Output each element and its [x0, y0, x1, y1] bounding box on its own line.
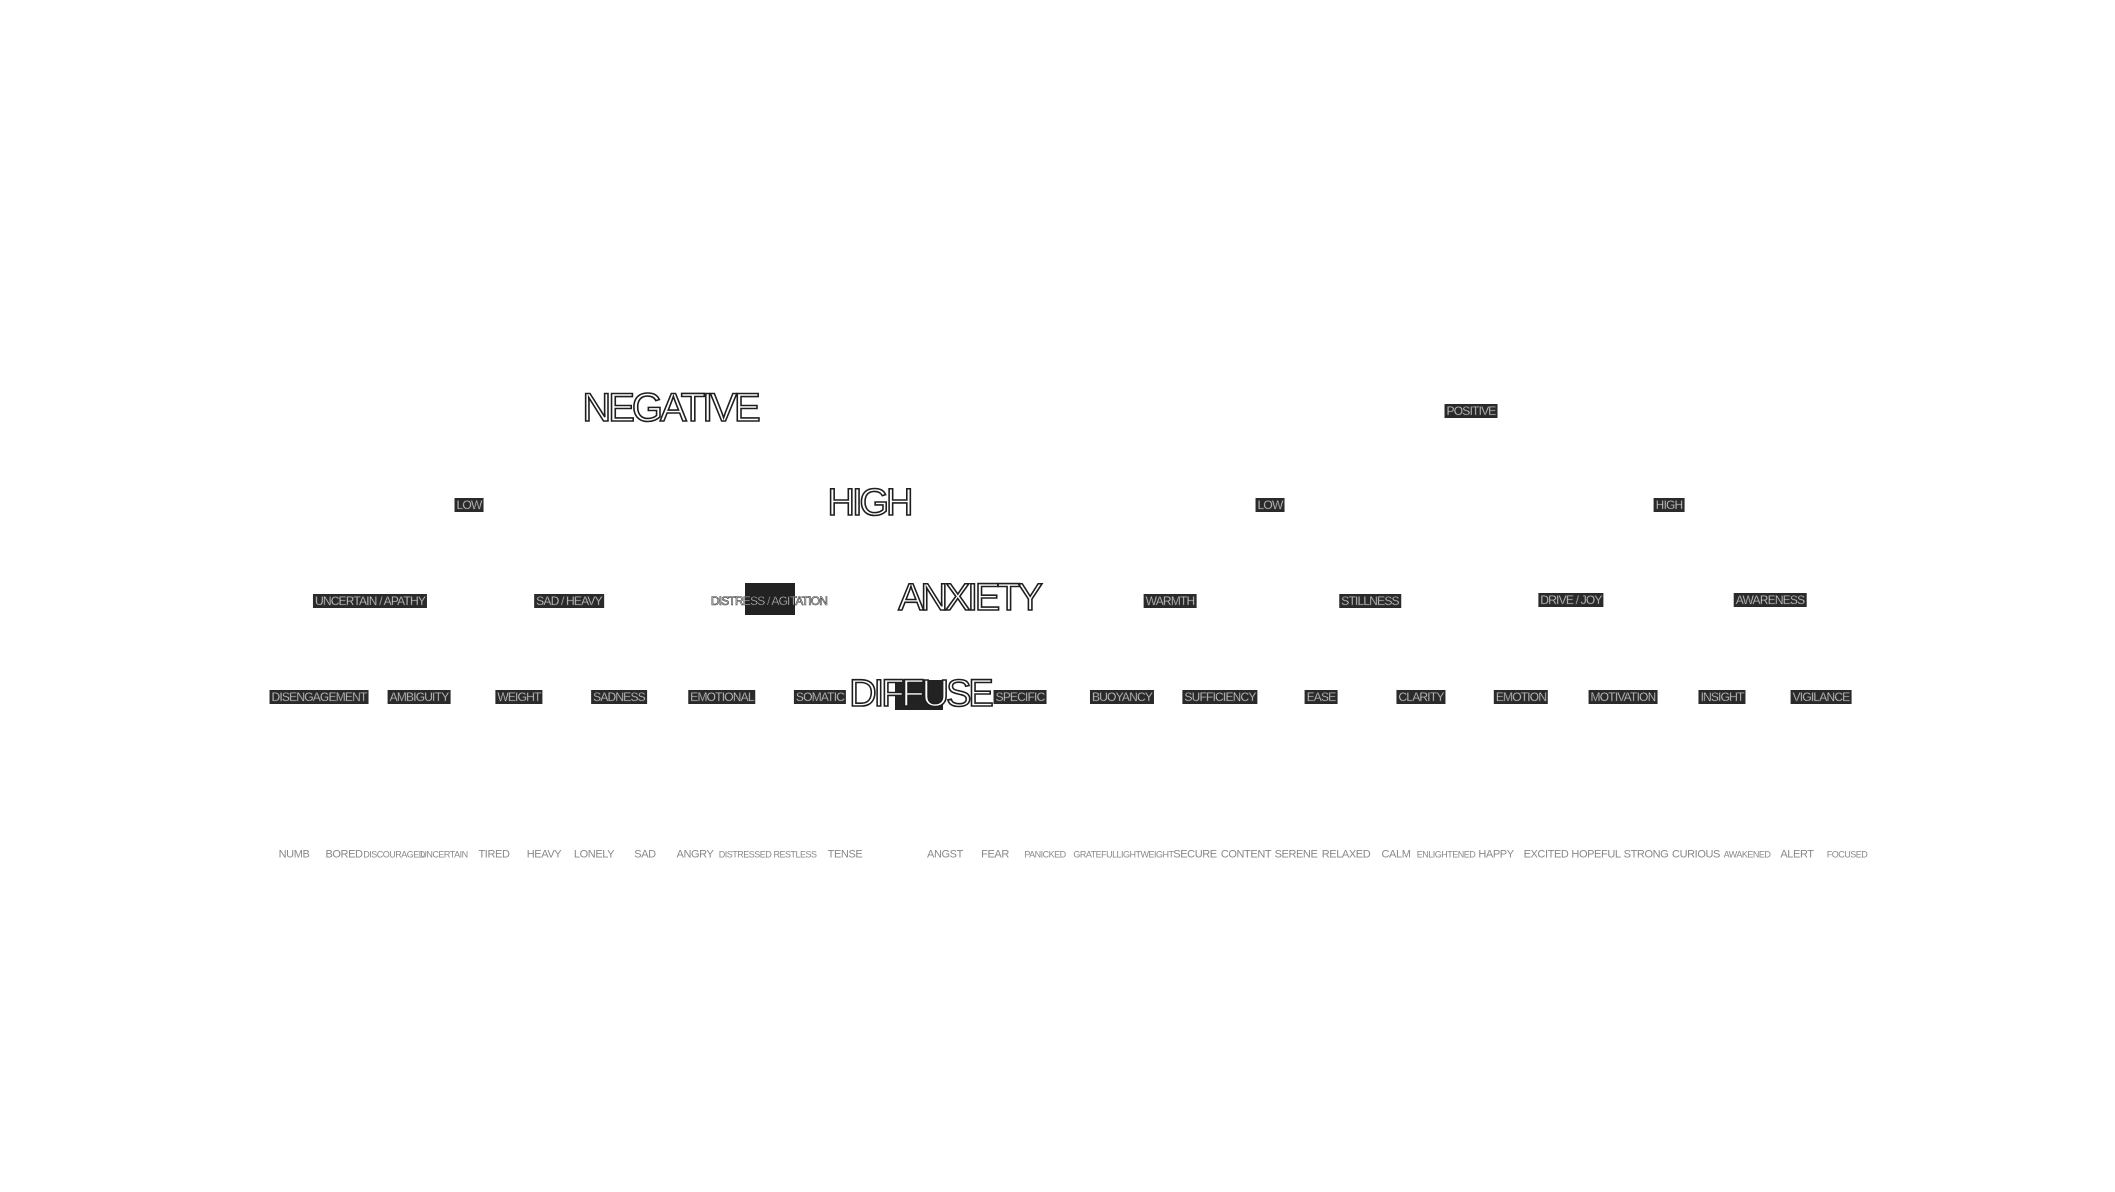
leaf-uncertain: UNCERTAIN	[420, 849, 468, 860]
node-anxiety: ANXIETY	[897, 577, 1043, 619]
leaf-grateful: GRATEFUL	[1073, 849, 1117, 860]
leaf-fear: FEAR	[981, 848, 1009, 861]
node-sadness: SADNESS	[591, 690, 647, 704]
leaf-angst: ANGST	[927, 848, 963, 861]
node-drive-joy: DRIVE / JOY	[1538, 593, 1604, 607]
node-clarity: CLARITY	[1396, 690, 1446, 704]
diffuse-highlight	[895, 680, 943, 710]
leaf-secure: SECURE	[1173, 848, 1217, 861]
leaf-awakened: AWAKENED	[1723, 849, 1771, 860]
leaf-discouraged: DISCOURAGED	[363, 849, 425, 860]
node-warmth: WARMTH	[1143, 594, 1197, 608]
leaf-bored: BORED	[325, 848, 363, 861]
node-ease: EASE	[1304, 690, 1338, 704]
node-negative-low: LOW	[454, 498, 484, 512]
node-weight: WEIGHT	[495, 690, 543, 704]
node-ambiguity: AMBIGUITY	[387, 690, 451, 704]
node-positive: POSITIVE	[1444, 404, 1498, 418]
node-specific: SPECIFIC	[993, 690, 1047, 704]
leaf-focused: FOCUSED	[1826, 849, 1868, 860]
leaf-panicked: PANICKED	[1024, 849, 1066, 860]
node-emotional: EMOTIONAL	[688, 690, 756, 704]
leaf-serene: SERENE	[1274, 848, 1318, 861]
node-positive-high: HIGH	[1653, 498, 1685, 512]
node-negative: NEGATIVE	[582, 386, 762, 430]
leaf-tense: TENSE	[827, 848, 863, 861]
node-disengagement: DISENGAGEMENT	[269, 690, 369, 704]
node-stillness: STILLNESS	[1339, 594, 1401, 608]
node-sad-heavy: SAD / HEAVY	[534, 594, 604, 608]
leaf-restless: RESTLESS	[773, 849, 817, 860]
leaf-angry: ANGRY	[676, 848, 714, 861]
node-awareness: AWARENESS	[1733, 593, 1807, 607]
leaf-relaxed: RELAXED	[1321, 848, 1371, 861]
redaction-block	[745, 583, 795, 615]
leaf-enlightened: ENLIGHTENED	[1416, 849, 1476, 860]
leaf-lightweight: LIGHTWEIGHT	[1116, 849, 1175, 860]
leaf-tired: TIRED	[478, 848, 510, 861]
leaf-hopeful: HOPEFUL	[1571, 848, 1621, 861]
leaf-numb: NUMB	[278, 848, 310, 861]
node-buoyancy: BUOYANCY	[1089, 690, 1155, 704]
leaf-sad: SAD	[634, 848, 656, 861]
leaf-strong: STRONG	[1623, 848, 1669, 861]
leaf-distressed: DISTRESSED	[718, 849, 772, 860]
leaf-alert: ALERT	[1780, 848, 1814, 861]
node-motivation: MOTIVATION	[1588, 690, 1658, 704]
leaf-content: CONTENT	[1220, 848, 1272, 861]
leaf-curious: CURIOUS	[1672, 848, 1720, 861]
node-diffuse: DIFFUSE	[848, 673, 994, 715]
node-negative-high: HIGH	[827, 482, 915, 524]
leaf-happy: HAPPY	[1478, 848, 1514, 861]
leaf-calm: CALM	[1381, 848, 1411, 861]
node-vigilance: VIGILANCE	[1790, 690, 1852, 704]
node-sufficiency: SUFFICIENCY	[1182, 690, 1258, 704]
node-somatic: SOMATIC	[793, 690, 847, 704]
leaf-lonely: LONELY	[573, 848, 615, 861]
node-insight: INSIGHT	[1698, 690, 1746, 704]
node-distress-agitation: DISTRESS / AGITATION	[710, 594, 829, 608]
node-emotion: EMOTION	[1493, 690, 1549, 704]
leaf-heavy: HEAVY	[526, 848, 562, 861]
leaf-excited: EXCITED	[1523, 848, 1569, 861]
node-positive-low: LOW	[1255, 498, 1285, 512]
node-uncertain-apathy: UNCERTAIN / APATHY	[312, 594, 428, 608]
